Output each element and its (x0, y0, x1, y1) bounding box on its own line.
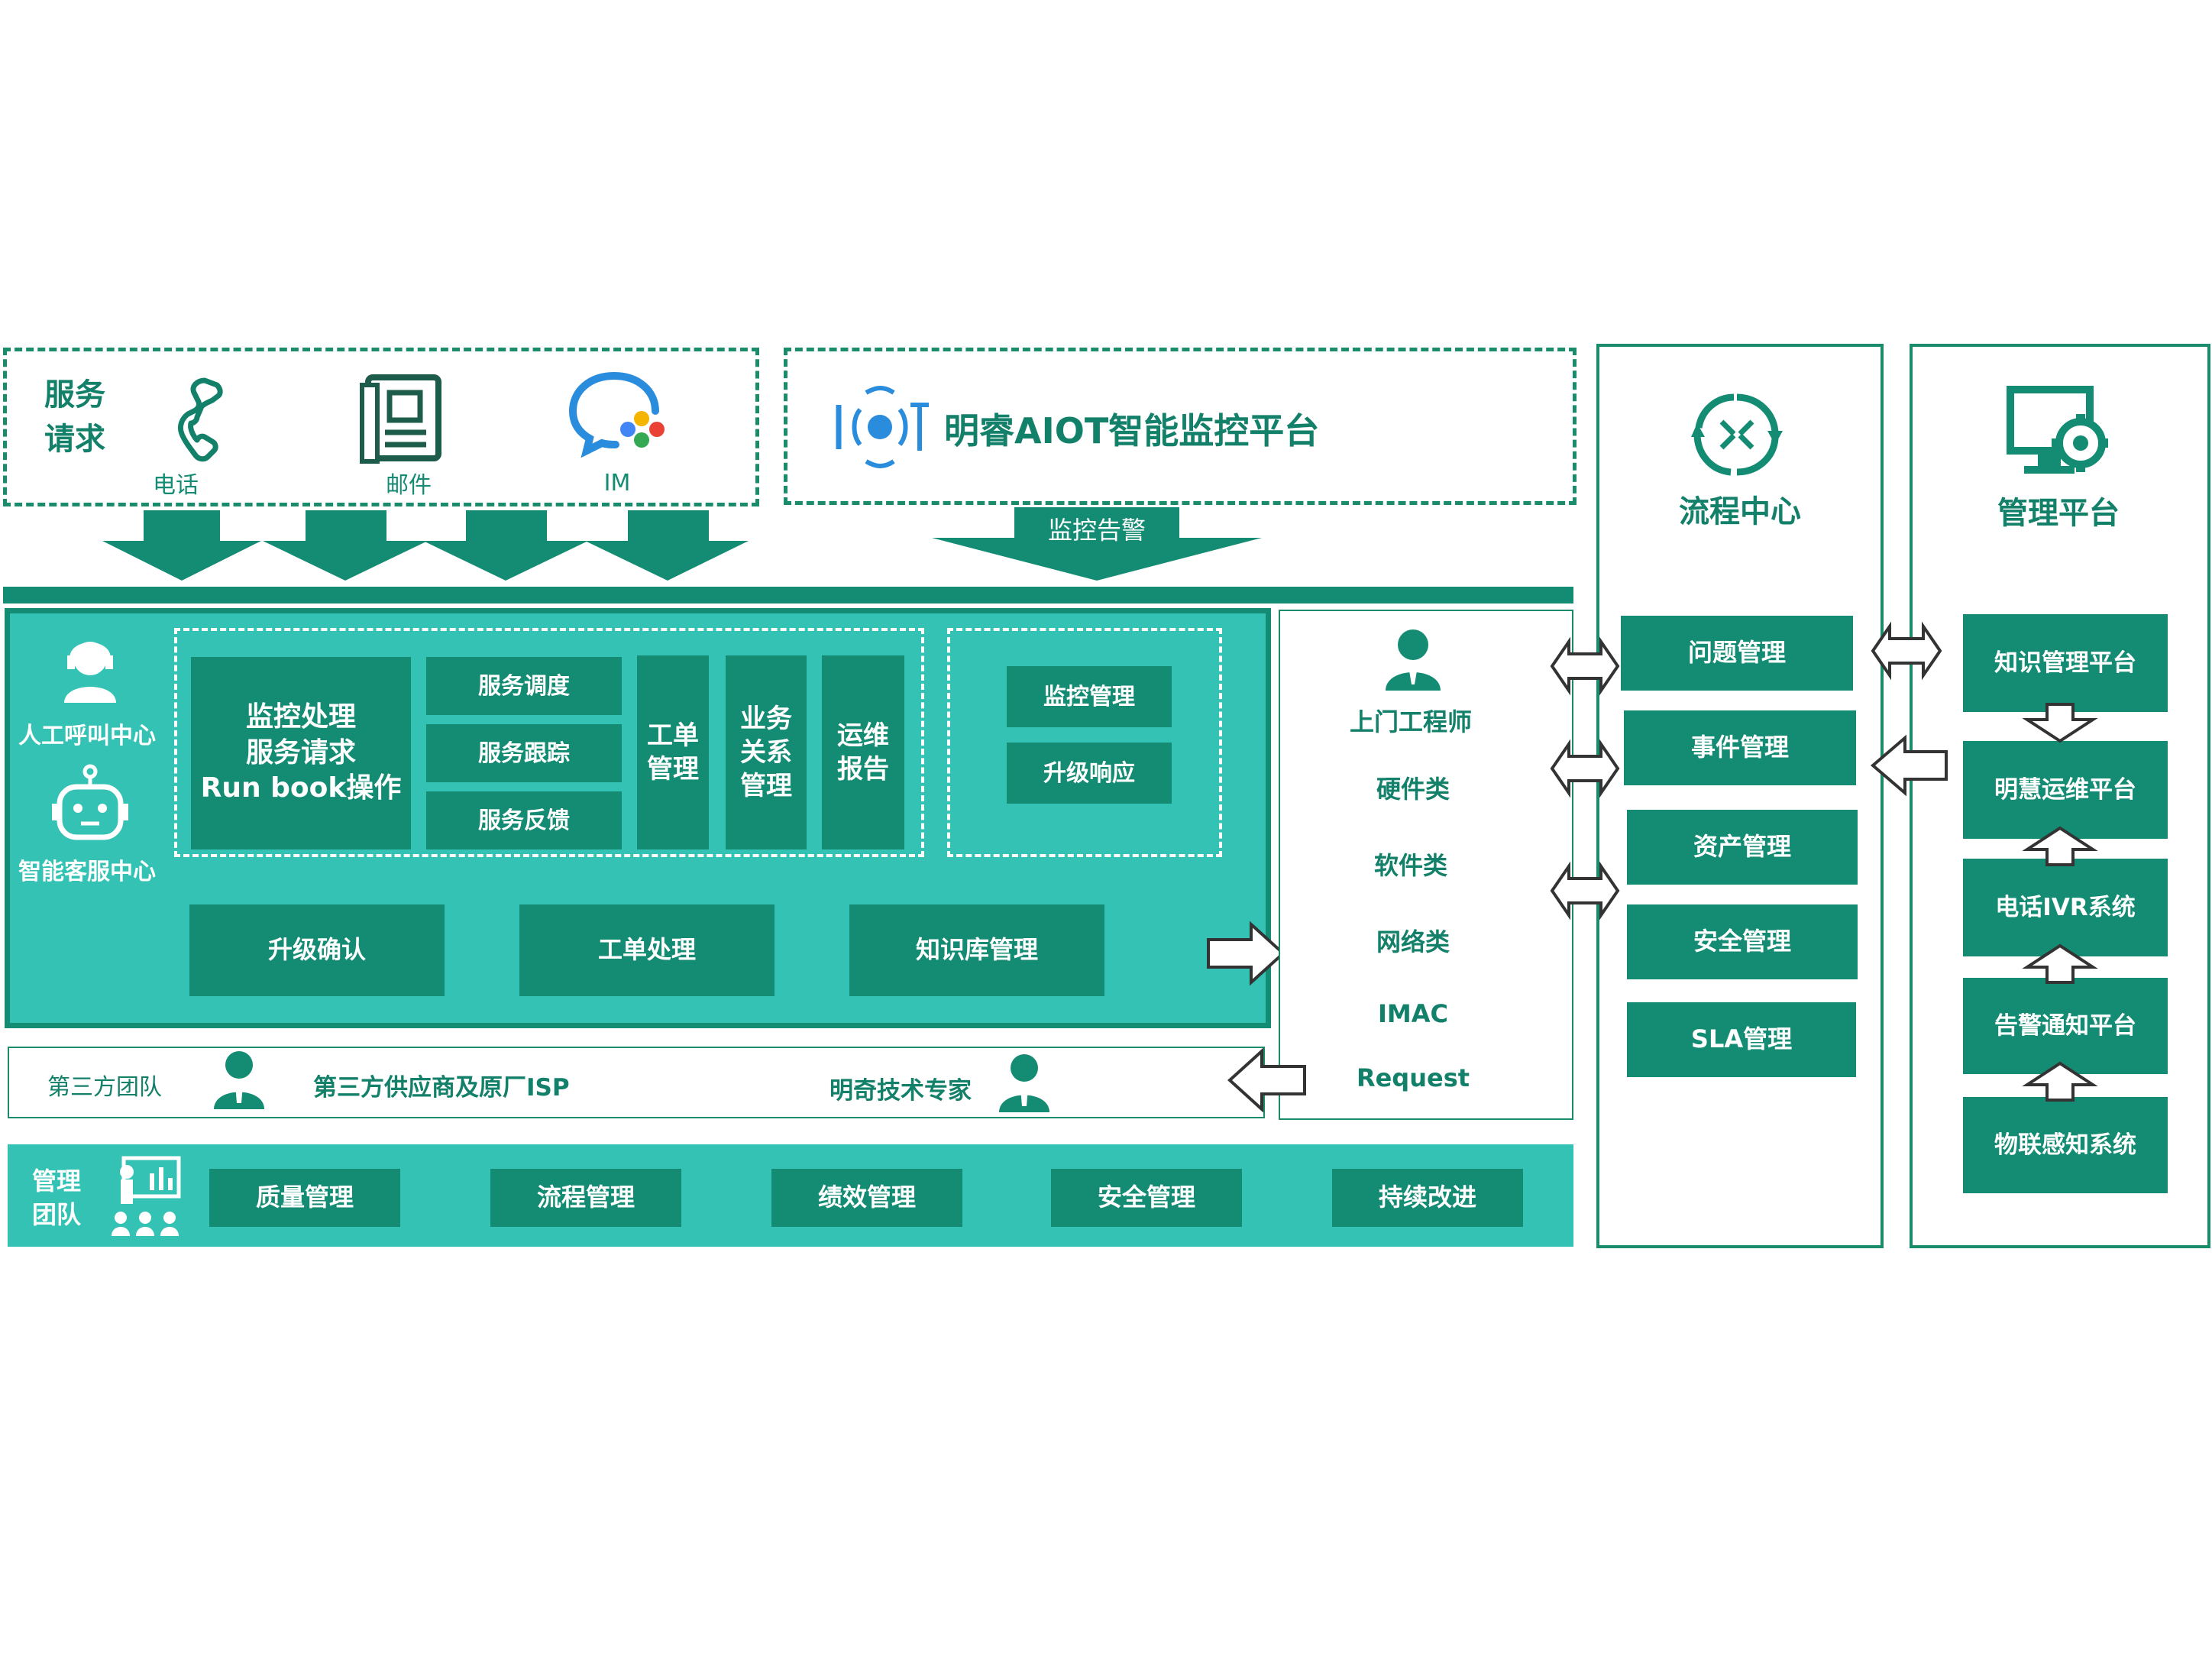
monitor-settings-icon (2007, 386, 2108, 474)
expert-person-icon (999, 1054, 1049, 1112)
third-party-team-label: 第三方团队 (47, 1074, 162, 1101)
headset-user-icon (64, 642, 116, 703)
performance-management-button[interactable]: 绩效管理 (771, 1169, 962, 1227)
down-arrow-icon (423, 510, 588, 581)
onsite-item-network: 网络类 (1376, 927, 1450, 956)
sla-management-button[interactable]: SLA管理 (1627, 1002, 1856, 1077)
knowledge-platform-button[interactable]: 知识管理平台 (1963, 614, 2168, 712)
vendor-label: 第三方供应商及原厂ISP (313, 1074, 570, 1102)
onsite-engineer-title: 上门工程师 (1349, 707, 1472, 736)
monitor-dashed-box (947, 628, 1222, 857)
left-arrow-icon (1227, 1047, 1306, 1113)
team-presentation-icon (112, 1156, 181, 1236)
monitor-management-button[interactable]: 监控管理 (1007, 666, 1172, 727)
escalation-response-button[interactable]: 升级响应 (1007, 743, 1172, 804)
incident-management-button[interactable]: 事件管理 (1624, 710, 1856, 785)
onsite-engineer-box (1279, 610, 1573, 1120)
down-arrow-icon (263, 510, 428, 581)
service-ops-dashed-box (174, 628, 924, 857)
onsite-item-hardware: 硬件类 (1376, 775, 1450, 804)
iot-icon (836, 386, 929, 468)
ops-report-button[interactable]: 运维 报告 (822, 655, 904, 849)
core-ops-box[interactable]: 监控处理 服务请求 Run book操作 (191, 657, 411, 849)
iot-platform-box (784, 348, 1577, 505)
vendor-person-icon (214, 1051, 264, 1109)
management-platform-title: 管理平台 (1997, 496, 2120, 531)
monitor-alert-arrow (932, 507, 1262, 581)
onsite-item-imac: IMAC (1378, 999, 1448, 1028)
mail-label: 邮件 (386, 472, 432, 499)
security-process-button[interactable]: 安全管理 (1627, 904, 1858, 979)
engineer-icon (1386, 629, 1441, 691)
down-arrow-icon (102, 510, 261, 581)
smart-service-center-label: 智能客服中心 (18, 859, 156, 885)
iot-sensing-system-button[interactable]: 物联感知系统 (1963, 1097, 2168, 1193)
double-arrow-icon (1550, 739, 1620, 798)
phone-icon (177, 377, 223, 462)
process-center-title: 流程中心 (1679, 494, 1801, 529)
double-arrow-icon (1550, 636, 1620, 696)
up-arrow-icon (2022, 943, 2098, 984)
double-arrow-icon (1871, 621, 1942, 681)
continuous-improvement-button[interactable]: 持续改进 (1332, 1169, 1523, 1227)
ticket-processing-button[interactable]: 工单处理 (519, 904, 775, 996)
expert-label: 明奇技术专家 (830, 1077, 972, 1105)
management-team-title: 管理 团队 (32, 1167, 82, 1229)
robot-icon (52, 764, 128, 840)
third-party-row (8, 1047, 1265, 1118)
security-management-button[interactable]: 安全管理 (1051, 1169, 1242, 1227)
knowledge-base-button[interactable]: 知识库管理 (849, 904, 1104, 996)
escalation-confirm-button[interactable]: 升级确认 (189, 904, 445, 996)
service-dispatch-button[interactable]: 服务调度 (426, 657, 622, 715)
left-arrow-icon (1870, 734, 1948, 797)
up-arrow-icon (2022, 826, 2098, 866)
up-arrow-icon (2022, 1061, 2098, 1102)
service-request-title: 服务 请求 (44, 377, 105, 457)
iot-platform-title: 明睿AIOT智能监控平台 (944, 410, 1320, 451)
management-platform-panel (1910, 344, 2210, 1248)
down-arrow-icon (585, 510, 749, 581)
right-arrow-icon (1207, 921, 1285, 986)
minghui-ops-platform-button[interactable]: 明慧运维平台 (1963, 741, 2168, 839)
service-tracking-button[interactable]: 服务跟踪 (426, 724, 622, 782)
ticket-management-button[interactable]: 工单 管理 (637, 655, 709, 849)
human-call-center-label: 人工呼叫中心 (18, 723, 156, 749)
service-request-box (3, 348, 759, 506)
monitor-alert-label: 监控告警 (1047, 516, 1146, 545)
quality-management-button[interactable]: 质量管理 (209, 1169, 400, 1227)
process-management-button[interactable]: 流程管理 (490, 1169, 681, 1227)
alert-notify-platform-button[interactable]: 告警通知平台 (1963, 978, 2168, 1074)
service-feedback-button[interactable]: 服务反馈 (426, 791, 622, 849)
double-arrow-icon (1550, 861, 1620, 921)
ivr-system-button[interactable]: 电话IVR系统 (1963, 859, 2168, 956)
asset-management-button[interactable]: 资产管理 (1627, 810, 1858, 885)
divider-bar (3, 587, 1573, 603)
down-arrow-icon (2022, 703, 2098, 743)
process-center-panel (1596, 344, 1884, 1248)
service-request-arrows (102, 510, 749, 581)
phone-label: 电话 (153, 472, 199, 499)
process-cycle-icon (1691, 393, 1783, 476)
onsite-item-software: 软件类 (1373, 851, 1447, 880)
mail-icon (360, 374, 441, 464)
problem-management-button[interactable]: 问题管理 (1621, 616, 1853, 691)
im-label: IM (603, 469, 631, 497)
business-relation-button[interactable]: 业务 关系 管理 (726, 655, 807, 849)
chat-icon (568, 372, 665, 458)
onsite-item-request: Request (1356, 1063, 1470, 1092)
